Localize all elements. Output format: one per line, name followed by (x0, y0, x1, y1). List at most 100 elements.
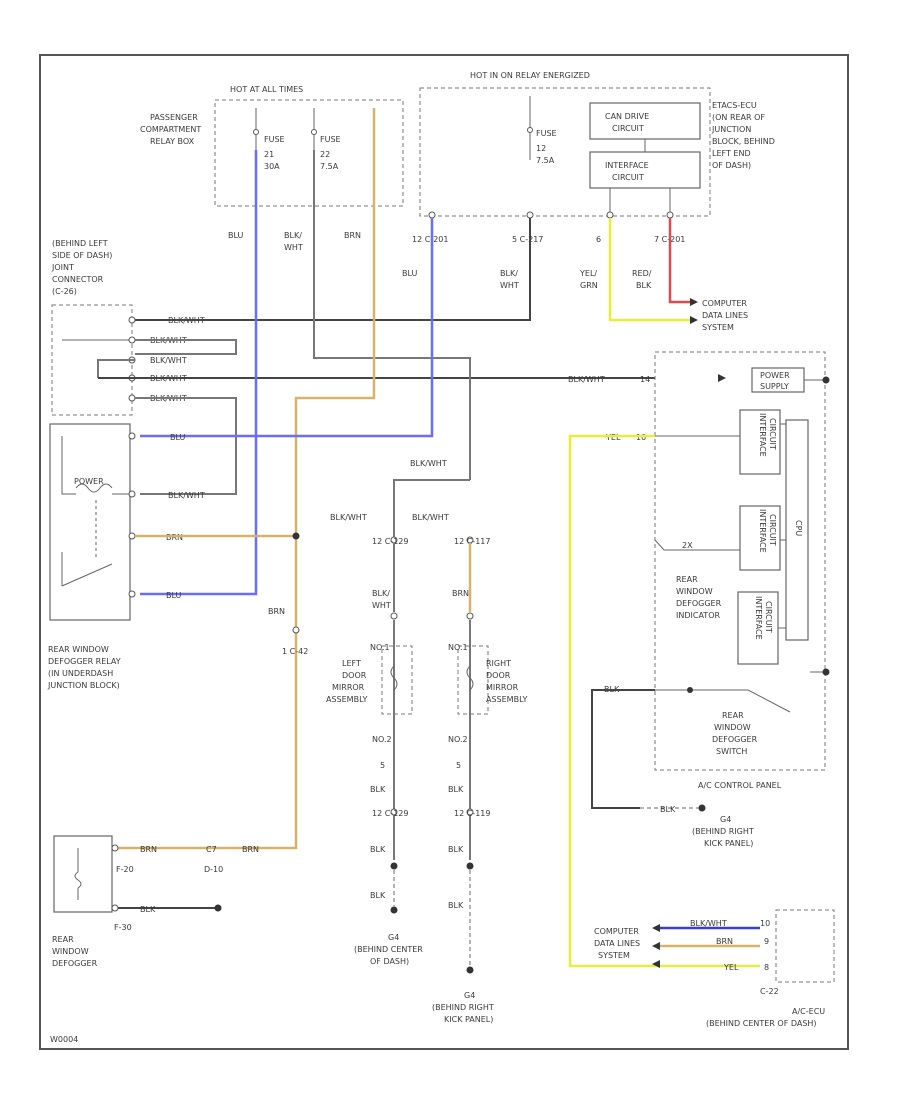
right-blk1-label: BLK (448, 785, 464, 794)
wire-blu-label: BLU (228, 231, 244, 240)
indicator-led: 2X (654, 539, 740, 551)
svg-text:CIRCUIT: CIRCUIT (768, 418, 777, 450)
svg-text:REAR WINDOW: REAR WINDOW (48, 645, 109, 654)
svg-text:JOINT: JOINT (51, 263, 74, 272)
relay-pin-blk-wht (128, 490, 136, 498)
def-conn-brn-label: BRN (140, 845, 157, 854)
g4-center-label: G4 (BEHIND CENTER OF DASH) (354, 933, 423, 966)
wire-blk-wht-label: BLK/ WHT (284, 231, 303, 252)
wire-mid-split (393, 479, 470, 540)
relay-switch (61, 500, 113, 587)
svg-text:YEL/: YEL/ (579, 269, 597, 278)
wire-jc-loop-1 (135, 339, 237, 355)
svg-text:BLK/: BLK/ (284, 231, 302, 240)
left-blk2-label: BLK (370, 845, 386, 854)
rear-window-defogger (53, 835, 113, 913)
wire-blk-wht-c217 (135, 218, 531, 321)
fuse-22: FUSE 22 7.5A (311, 108, 341, 171)
svg-text:DEFOGGER: DEFOGGER (712, 735, 758, 744)
right-splice (466, 862, 474, 870)
ground-g4-right-label: G4 (BEHIND RIGHT KICK PANEL) (692, 815, 754, 848)
interface-pin-6 (606, 211, 614, 219)
left-blk1-label: BLK (370, 785, 386, 794)
svg-text:30A: 30A (264, 162, 280, 171)
jc-row3-label: BLK/WHT (150, 356, 187, 365)
ac-control-panel-box (654, 351, 826, 771)
switch-dot-left (687, 687, 693, 693)
svg-text:CPU: CPU (794, 520, 803, 536)
wire-jc-to-relay (135, 397, 237, 495)
svg-text:(BEHIND RIGHT: (BEHIND RIGHT (432, 1003, 494, 1012)
power-supply-splice (822, 376, 830, 384)
can-drive-circuit-box: CAN DRIVE CIRCUIT (589, 102, 701, 140)
svg-text:KICK PANEL): KICK PANEL) (444, 1015, 493, 1024)
etacs-ecu-label: ETACS-ECU (ON REAR OF JUNCTION BLOCK, BE… (711, 101, 775, 170)
d10-label: D-10 (204, 865, 223, 874)
def-blk-label: BLK (140, 905, 156, 914)
relay-blk-wht-label: BLK/WHT (168, 491, 205, 500)
svg-text:JUNCTION: JUNCTION (711, 125, 751, 134)
right-brn-label: BRN (452, 589, 469, 598)
svg-text:INTERFACE: INTERFACE (758, 509, 767, 553)
interface-circuit-1: INTERFACE CIRCUIT (739, 409, 781, 475)
left-splice (390, 862, 398, 870)
g4-kick-ground (466, 966, 474, 974)
interface-pin-7 (666, 211, 674, 219)
left-mirror-pin1 (390, 612, 398, 620)
right-5-label: 5 (456, 761, 461, 770)
svg-text:CIRCUIT: CIRCUIT (768, 514, 777, 546)
ecu-pin-b-label: 9 (764, 937, 769, 946)
mid-blk-wht-label: BLK/WHT (410, 459, 447, 468)
svg-text:FUSE: FUSE (320, 135, 341, 144)
c117-label: 12 C-117 (454, 537, 490, 546)
svg-text:COMPUTER: COMPUTER (702, 299, 747, 308)
svg-text:WHT: WHT (500, 281, 519, 290)
def-c7-label: C7 (206, 845, 217, 854)
svg-text:WHT: WHT (372, 601, 391, 610)
svg-text:G4: G4 (388, 933, 399, 942)
defogger-relay-box (49, 423, 131, 621)
svg-text:REAR: REAR (676, 575, 698, 584)
svg-text:DEFOGGER RELAY: DEFOGGER RELAY (48, 657, 121, 666)
svg-text:(ON REAR OF: (ON REAR OF (712, 113, 765, 122)
c22-label: C-22 (760, 987, 779, 996)
g4-kick-label: G4 (BEHIND RIGHT KICK PANEL) (432, 991, 494, 1024)
g4-right-ground (698, 804, 706, 812)
svg-text:DOOR: DOOR (342, 671, 367, 680)
rear-defogger-indicator-label: REAR WINDOW DEFOGGER INDICATOR (676, 575, 722, 620)
svg-text:CIRCUIT: CIRCUIT (612, 173, 644, 182)
ac-pin14-label: 14 (640, 375, 650, 384)
ecu-yel-label: YEL (723, 963, 739, 972)
splice-brn (292, 532, 300, 540)
svg-text:DEFOGGER: DEFOGGER (52, 959, 98, 968)
svg-text:SYSTEM: SYSTEM (702, 323, 734, 332)
wire-yel-grn-label: YEL/ GRN (579, 269, 598, 290)
f30-label: F-30 (114, 923, 132, 932)
svg-text:WINDOW: WINDOW (676, 587, 713, 596)
wire-blu-c201 (140, 218, 434, 438)
rear-defogger-relay-label: REAR WINDOW DEFOGGER RELAY (IN UNDERDASH… (47, 645, 121, 690)
svg-text:DOOR: DOOR (486, 671, 511, 680)
svg-text:REAR: REAR (722, 711, 744, 720)
mid-blk-wht-l-label: BLK/WHT (330, 513, 367, 522)
svg-text:(C-26): (C-26) (52, 287, 77, 296)
svg-text:DATA LINES: DATA LINES (702, 311, 748, 320)
svg-text:MIRROR: MIRROR (332, 683, 365, 692)
relay-pin-blu2 (128, 590, 136, 598)
right-pin-no2-label: NO.2 (448, 735, 468, 744)
svg-text:2X: 2X (682, 541, 693, 550)
svg-text:BLOCK, BEHIND: BLOCK, BEHIND (712, 137, 775, 146)
svg-text:SUPPLY: SUPPLY (760, 382, 789, 391)
ac-blk-wht-label: BLK/WHT (568, 375, 605, 384)
svg-text:G4: G4 (464, 991, 475, 1000)
wire-yel-grn (608, 218, 690, 322)
svg-text:BLK: BLK (636, 281, 652, 290)
f20-pin (111, 844, 119, 852)
svg-text:LEFT END: LEFT END (712, 149, 751, 158)
ecu-blk-wht-label: BLK/WHT (690, 919, 727, 928)
svg-text:12: 12 (536, 144, 546, 153)
right-blk2-label: BLK (448, 845, 464, 854)
svg-text:(IN UNDERDASH: (IN UNDERDASH (48, 669, 113, 678)
ac-ecu-box (775, 909, 835, 983)
